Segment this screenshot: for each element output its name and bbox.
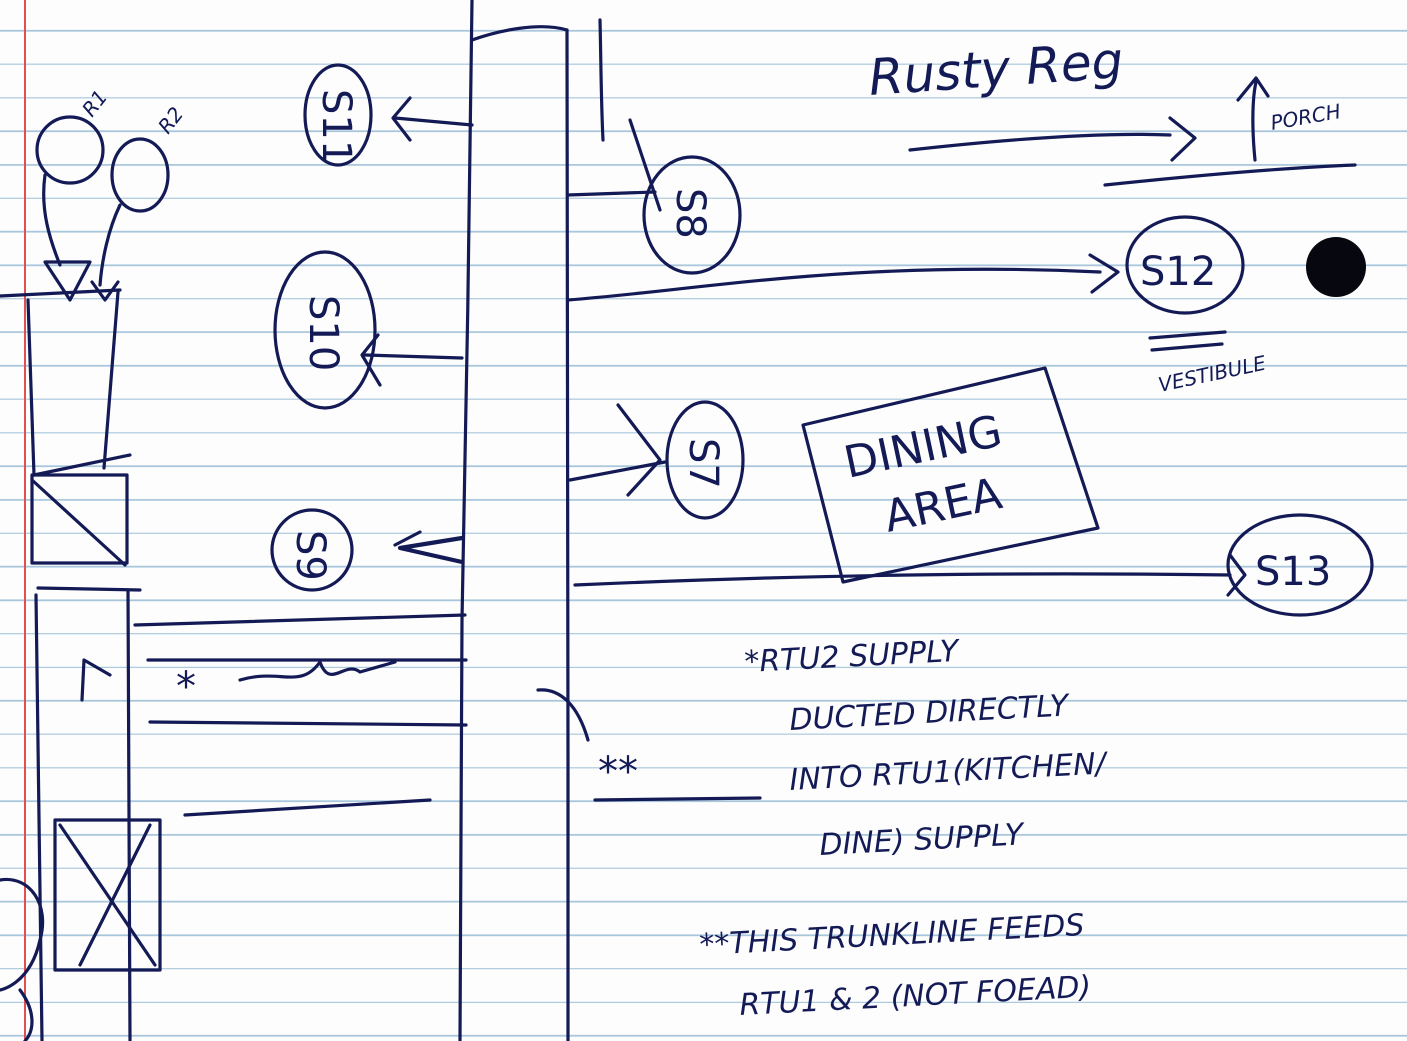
marker-single: * [176,664,196,710]
supply-diffuser-s7 [665,400,745,520]
supply-diffuser-s10 [273,250,377,410]
right-branches: S8 S12 VESTIBULE S7 S13 ** [536,118,1374,802]
supply-diffuser-s13 [1226,513,1374,617]
supply-diffuser-s11 [303,63,373,167]
black-dot [1306,237,1366,297]
supply-label-s11: S11 [313,89,359,165]
supply-label-s7: S7 [680,438,726,489]
margin-line [24,0,26,1041]
supply-diffuser-s8 [642,155,742,275]
supply-label-s9: S9 [287,530,333,581]
rtu-label-r2: R2 [153,102,188,138]
supply-diffuser-s12 [1125,215,1245,315]
note2-line2: RTU1 & 2 (NOT FOEAD) [739,970,1092,1023]
supply-label-s13: S13 [1255,549,1331,595]
supply-label-s12: S12 [1140,249,1216,295]
porch-label: PORCH [1269,99,1343,135]
supply-diffuser-s9 [270,508,354,592]
title-block: Rusty Reg PORCH [867,31,1357,187]
left-branches: S11 S10 S9 * [133,63,474,817]
dining-area: DINING AREA [801,366,1100,584]
supply-label-s8: S8 [667,188,713,239]
note1-line3: INTO RTU1(KITCHEN/ [789,746,1110,798]
title: Rusty Reg [867,31,1125,107]
note-rtu2: *RTU2 SUPPLY DUCTED DIRECTLY INTO RTU1(K… [744,634,1110,863]
supply-label-s10: S10 [300,295,346,371]
vestibule-label: VESTIBULE [1156,351,1268,397]
note1-line4: DINE) SUPPLY [819,817,1027,863]
marker-double: ** [598,749,638,795]
note1-line1: *RTU2 SUPPLY [744,634,962,680]
note1-line2: DUCTED DIRECTLY [789,688,1072,738]
note-trunkline: **THIS TRUNKLINE FEEDS RTU1 & 2 (NOT FOE… [699,908,1092,1023]
room-label-line2: AREA [880,468,1007,543]
main-trunk [458,0,605,1041]
rtu-area: R1 R2 [0,85,188,1041]
rtu-label-r1: R1 [77,85,112,121]
note2-line1: **THIS TRUNKLINE FEEDS [699,908,1086,963]
